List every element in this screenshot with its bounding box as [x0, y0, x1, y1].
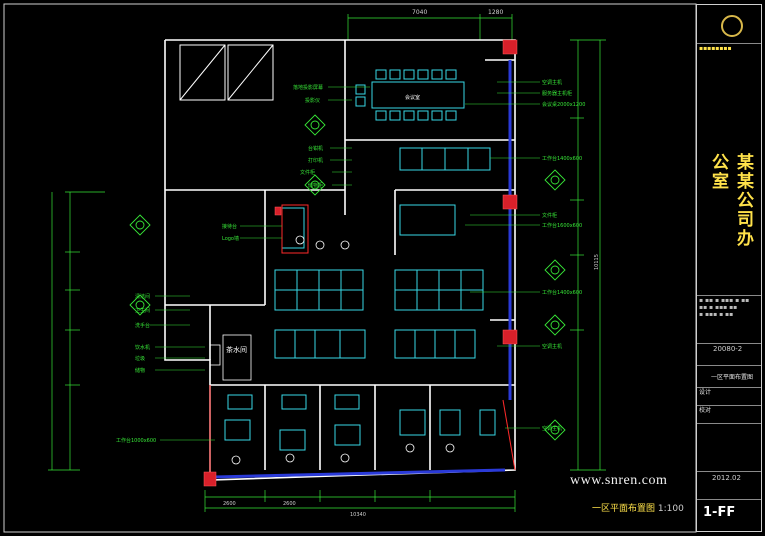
company-logo	[721, 15, 743, 37]
right-dimension	[570, 39, 606, 471]
callout-left-3: 卫生间	[135, 307, 150, 314]
date-cell	[697, 471, 761, 499]
callout-left-2: 清洁间	[135, 293, 150, 300]
workstations	[224, 147, 496, 451]
reception-desk	[281, 204, 309, 254]
drawing-number: 20080-2	[713, 345, 743, 353]
watermark: www.snren.com	[570, 473, 668, 488]
plan-title-text: 一区平面布置图	[592, 504, 656, 514]
notes-block: ▪ ▪▪ ▪ ▪▪▪ ▪ ▪▪▪▪ ▪ ▪▪▪ ▪▪▪ ▪▪▪ ▪ ▪▪	[697, 295, 761, 343]
callout-left-5: 饮水机	[135, 344, 150, 351]
callout-center-3: 打印机	[308, 157, 323, 164]
bottom-dimension-total: 10340	[350, 512, 366, 518]
callout-right-0: 空调主机	[542, 79, 562, 86]
sheet-cell	[697, 499, 761, 533]
callout-right-5: 工作台1600x600	[542, 222, 582, 229]
top-dimension-2: 1280	[488, 9, 503, 16]
bottom-dimension-2: 2600	[283, 501, 296, 507]
plan-title: 一区平面布置图 1:100	[592, 501, 684, 514]
bottom-dimension	[204, 490, 516, 512]
room-label-meeting: 会议室	[405, 94, 420, 101]
checker-cell: 校对	[697, 405, 761, 423]
callout-center-1: 投影仪	[305, 97, 320, 104]
center-callout-leaders	[328, 86, 370, 186]
drawing-date: 2012.02	[712, 474, 741, 482]
callout-right-6: 工作台1400x600	[542, 289, 582, 296]
drawing-no-cell	[697, 343, 761, 365]
signature-cell	[697, 423, 761, 471]
callout-left-7: 储物	[135, 367, 145, 374]
callout-right-4: 文件柜	[542, 212, 557, 219]
callout-center-2: 台钳机	[308, 145, 323, 152]
callout-right-7: 空调主机	[542, 343, 562, 350]
callout-left-0: 接待台	[222, 223, 237, 230]
callout-left-8: 工作台1000x600	[116, 437, 156, 444]
callout-center-5: 储物柜	[308, 182, 323, 189]
bottom-dimension-1: 2600	[223, 501, 236, 507]
designer-label: 设计	[699, 389, 712, 396]
meeting-table	[355, 69, 465, 121]
callout-left-1: Logo墙	[222, 235, 239, 242]
window-wall	[214, 60, 512, 479]
tea-room-counter	[209, 334, 252, 381]
room-label-tea: 茶水间	[226, 345, 247, 354]
building-walls	[164, 39, 516, 481]
title-block: ▪▪▪▪▪▪▪▪ 某某公司办公室 ▪ ▪▪ ▪ ▪▪▪ ▪ ▪▪▪▪ ▪ ▪▪▪…	[696, 4, 762, 532]
logo-caption: ▪▪▪▪▪▪▪▪	[697, 43, 761, 55]
callout-center-0: 落地投影屏幕	[293, 84, 323, 91]
checker-label: 校对	[699, 407, 712, 414]
right-dimension-overall: 10115	[594, 254, 600, 270]
top-dimension	[347, 14, 513, 40]
callout-left-6: 垃圾	[135, 355, 145, 362]
drawing-border	[3, 3, 697, 533]
callout-right-2: 会议桌2000x1200	[542, 101, 585, 108]
chairs	[231, 235, 455, 465]
left-dimension	[48, 191, 105, 471]
callout-right-3: 工作台1400x600	[542, 155, 582, 162]
elevator-shafts	[179, 44, 274, 101]
structural-columns	[203, 39, 518, 487]
callout-center-4: 文件柜	[300, 169, 315, 176]
callout-right-1: 服务器主机柜	[542, 90, 572, 97]
project-title: 某某公司办公室	[708, 153, 753, 248]
drawing-name: 一区平面布置图	[711, 374, 754, 381]
callout-right-8: 空调主机	[542, 425, 562, 432]
plant-symbols	[129, 114, 566, 441]
stair-edge	[209, 385, 516, 480]
plan-scale: 1:100	[657, 504, 684, 514]
drawing-name-cell: 一区平面布置图	[697, 365, 761, 387]
right-callout-leaders	[465, 81, 540, 429]
sheet-number: 1-FF	[703, 505, 736, 520]
left-callout-leaders	[150, 225, 282, 441]
designer-cell: 设计	[697, 387, 761, 405]
callout-left-4: 洗手台	[135, 322, 150, 329]
top-dimension-1: 7040	[412, 9, 427, 16]
